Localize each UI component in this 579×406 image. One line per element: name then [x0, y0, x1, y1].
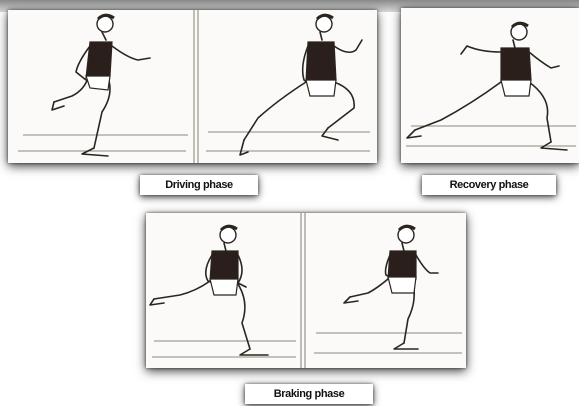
braking-phase-panel — [146, 213, 466, 368]
driving-phase-panel — [8, 10, 377, 163]
runner-braking-2 — [344, 226, 438, 349]
recovery-phase-label: Recovery phase — [422, 175, 556, 195]
driving-phase-label: Driving phase — [140, 175, 258, 195]
runner-recovery — [407, 23, 567, 150]
braking-phase-label: Braking phase — [245, 384, 373, 404]
runner-braking-1 — [150, 226, 268, 355]
recovery-phase-panel — [401, 8, 579, 163]
runner-driving-2 — [240, 15, 362, 155]
